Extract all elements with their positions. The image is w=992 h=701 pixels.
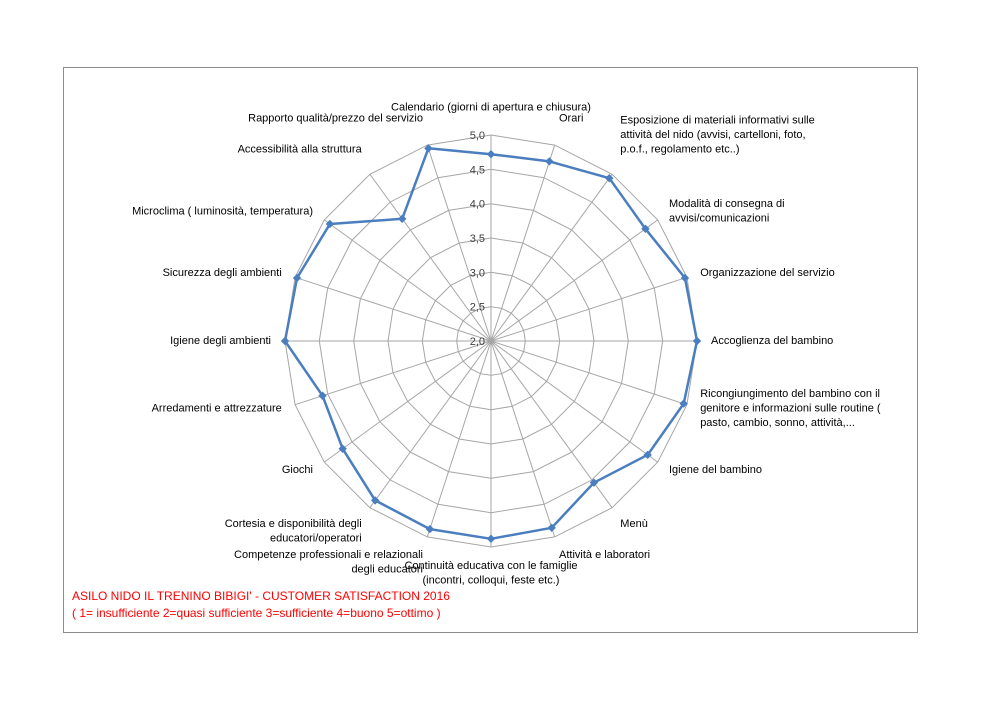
footer-title: ASILO NIDO IL TRENINO BIBIGI' - CUSTOMER… [72,589,450,603]
category-label: Orari [559,112,583,124]
data-point [680,273,690,283]
data-point [398,214,407,223]
grid-spoke [490,144,556,342]
r-tick-label: 3,5 [470,233,485,245]
data-point [425,524,435,534]
category-label: Sicurezza degli ambienti [163,267,282,279]
grid-spoke [369,340,492,508]
grid-spoke [426,340,492,538]
category-label: Rapporto qualità/prezzo del servizio [248,112,423,124]
chart-frame [63,67,918,633]
grid-spoke [490,219,658,342]
category-label: Menù [620,518,648,530]
data-point [486,534,496,543]
data-point [679,399,688,408]
category-label: Esposizione di materiali informativi sul… [620,115,814,156]
grid-spoke [490,340,613,508]
grid-spoke [490,174,613,342]
grid-spoke [369,174,492,342]
data-point [370,496,380,505]
footer-legend-note: ( 1= insufficiente 2=quasi sufficiente 3… [72,606,441,620]
data-point [641,224,650,233]
grid-spoke [426,144,492,342]
grid-spoke [294,276,492,342]
category-label: Calendario (giorni di apertura e chiusur… [391,102,591,114]
grid-spoke [490,276,688,342]
data-point [547,523,556,532]
category-label: Attività e laboratori [559,549,650,561]
grid-spoke [490,340,556,538]
category-label: Igiene degli ambienti [170,335,271,347]
r-tick-label: 2,5 [470,302,485,314]
data-point [280,336,290,346]
data-point [486,150,496,159]
r-tick-label: 2,0 [470,336,485,348]
category-label: Arredamenti e attrezzature [152,403,282,415]
data-point [338,444,347,453]
data-point [692,336,702,346]
category-label: Microclima ( luminosità, temperatura) [132,205,313,217]
category-label: Accoglienza del bambino [711,335,833,347]
data-point [605,174,614,183]
category-label: Continuità educativa con le famiglie(inc… [404,560,577,587]
grid-spoke [324,340,492,463]
grid-spoke [490,340,658,463]
r-tick-label: 4,5 [470,164,485,176]
grid-spoke [294,340,492,406]
data-point [589,478,599,487]
category-label: Accessibilità alla struttura [238,144,363,156]
data-point [325,219,335,229]
grid-spoke [324,219,492,342]
data-point [318,391,327,400]
grid-spoke [490,340,688,406]
data-point [545,157,554,166]
category-label: Igiene del bambino [669,464,762,476]
r-tick-label: 3,0 [470,267,485,279]
data-point [643,450,652,460]
category-label: Organizzazione del servizio [700,267,835,279]
r-tick-label: 5,0 [470,130,485,142]
r-tick-label: 4,0 [470,199,485,211]
category-label: Giochi [282,464,313,476]
data-point [292,273,302,283]
data-point [424,144,433,153]
